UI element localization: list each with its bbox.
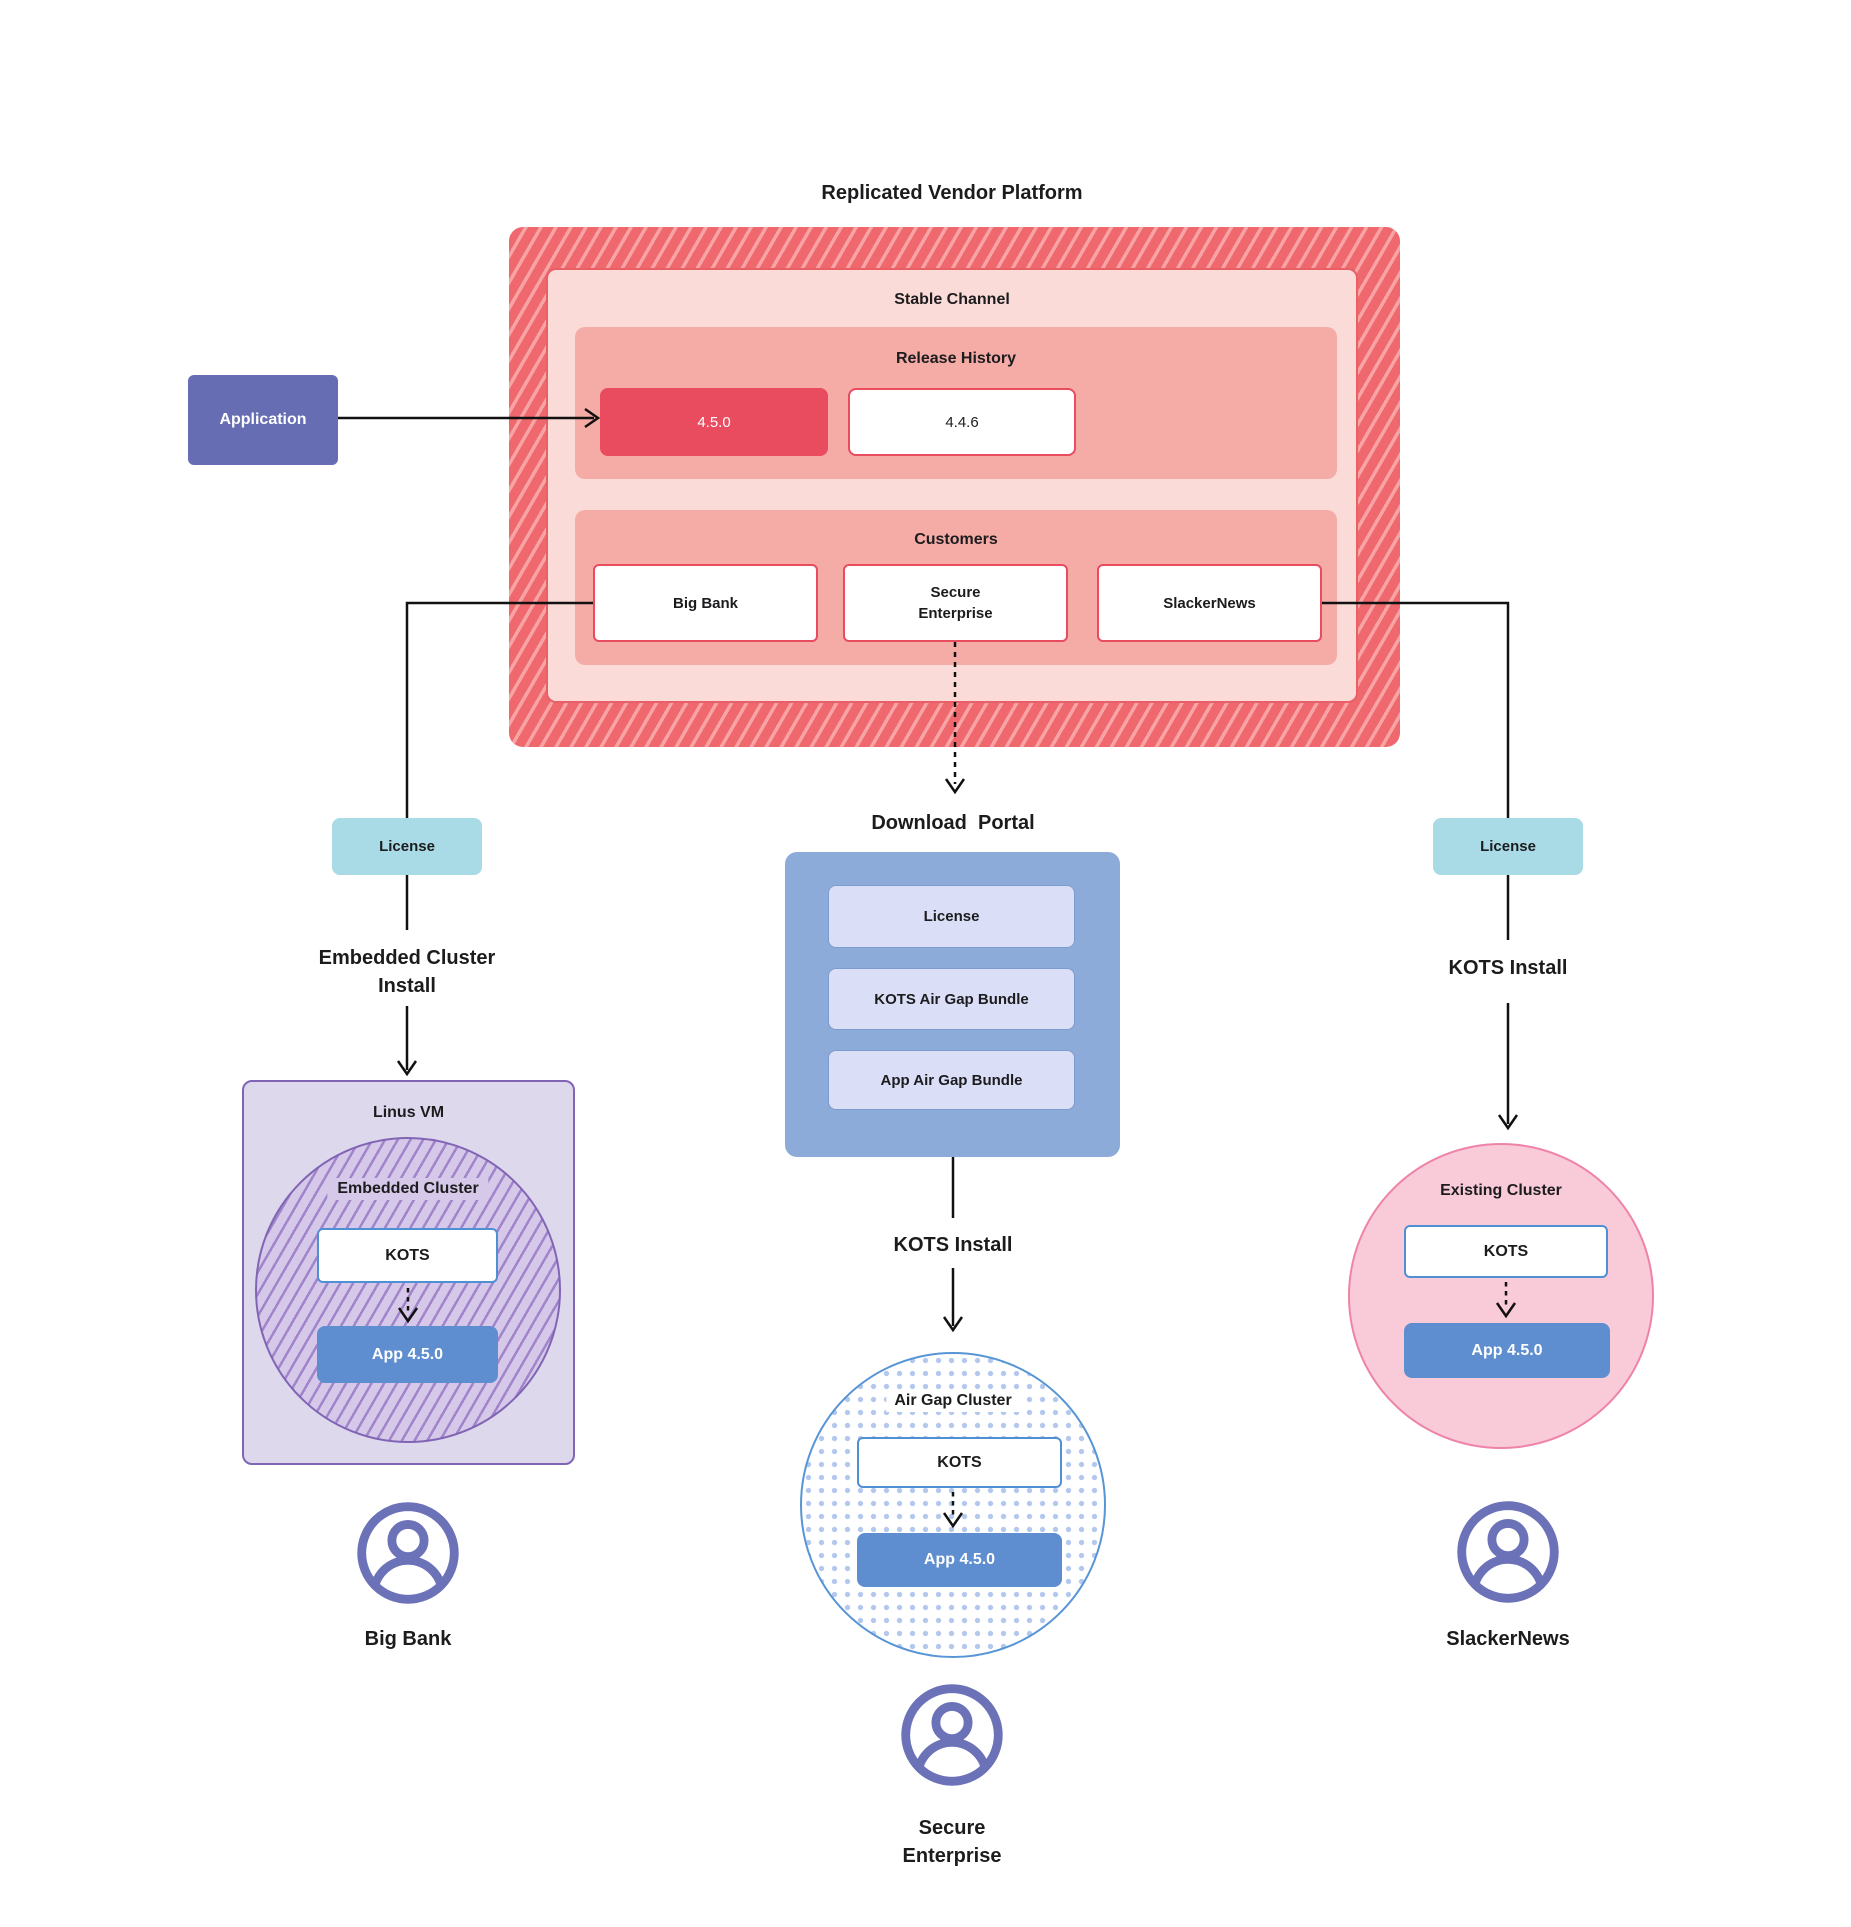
- app-box-right: App 4.5.0: [1404, 1323, 1610, 1378]
- existing-cluster-circle: [1348, 1143, 1654, 1449]
- user-icon: [900, 1683, 1004, 1787]
- stable-channel-label: Stable Channel: [894, 291, 1010, 308]
- customers-label: Customers: [914, 531, 998, 548]
- persona-secure-enterprise-label: Secure Enterprise: [902, 1817, 1002, 1867]
- release-history-label: Release History: [895, 350, 1017, 367]
- linus-vm-label: Linus VM: [372, 1104, 445, 1121]
- user-icon: [1456, 1500, 1560, 1604]
- arrowhead-down-icon: [396, 1060, 418, 1077]
- kots-box-left: KOTS: [317, 1228, 498, 1283]
- app-box-middle: App 4.5.0: [857, 1533, 1062, 1587]
- download-portal-label: Download Portal: [871, 812, 1035, 834]
- kots-box-middle: KOTS: [857, 1437, 1062, 1488]
- portal-item-app-bundle: App Air Gap Bundle: [828, 1050, 1075, 1110]
- license-badge-left: License: [332, 818, 482, 875]
- portal-item-kots-bundle: KOTS Air Gap Bundle: [828, 968, 1075, 1030]
- arrowhead-down-icon: [942, 1316, 964, 1333]
- app-box-left: App 4.5.0: [317, 1326, 498, 1383]
- customer-big-bank-box: Big Bank: [593, 564, 818, 642]
- arrowhead-down-icon: [1497, 1114, 1519, 1131]
- application-box: Application: [188, 375, 338, 465]
- kots-install-label-middle: KOTS Install: [893, 1233, 1013, 1256]
- license-badge-right: License: [1433, 818, 1583, 875]
- user-icon: [356, 1501, 460, 1605]
- embedded-cluster-install-label: Embedded Cluster Install: [318, 947, 496, 997]
- release-446-box: 4.4.6: [848, 388, 1076, 456]
- diagram-title: Replicated Vendor Platform: [821, 181, 1083, 204]
- existing-cluster-label: Existing Cluster: [1440, 1182, 1562, 1199]
- embedded-cluster-label: Embedded Cluster: [327, 1178, 489, 1200]
- kots-install-label-right: KOTS Install: [1448, 956, 1568, 979]
- release-450-box: 4.5.0: [600, 388, 828, 456]
- arrowhead-down-icon: [944, 778, 966, 795]
- kots-box-right: KOTS: [1404, 1225, 1608, 1278]
- portal-item-license: License: [828, 885, 1075, 948]
- air-gap-cluster-label: Air Gap Cluster: [886, 1390, 1020, 1412]
- customer-slackernews-box: SlackerNews: [1097, 564, 1322, 642]
- persona-big-bank-label: Big Bank: [364, 1627, 452, 1650]
- customer-secure-enterprise-box: Secure Enterprise: [843, 564, 1068, 642]
- persona-slackernews-label: SlackerNews: [1446, 1627, 1570, 1650]
